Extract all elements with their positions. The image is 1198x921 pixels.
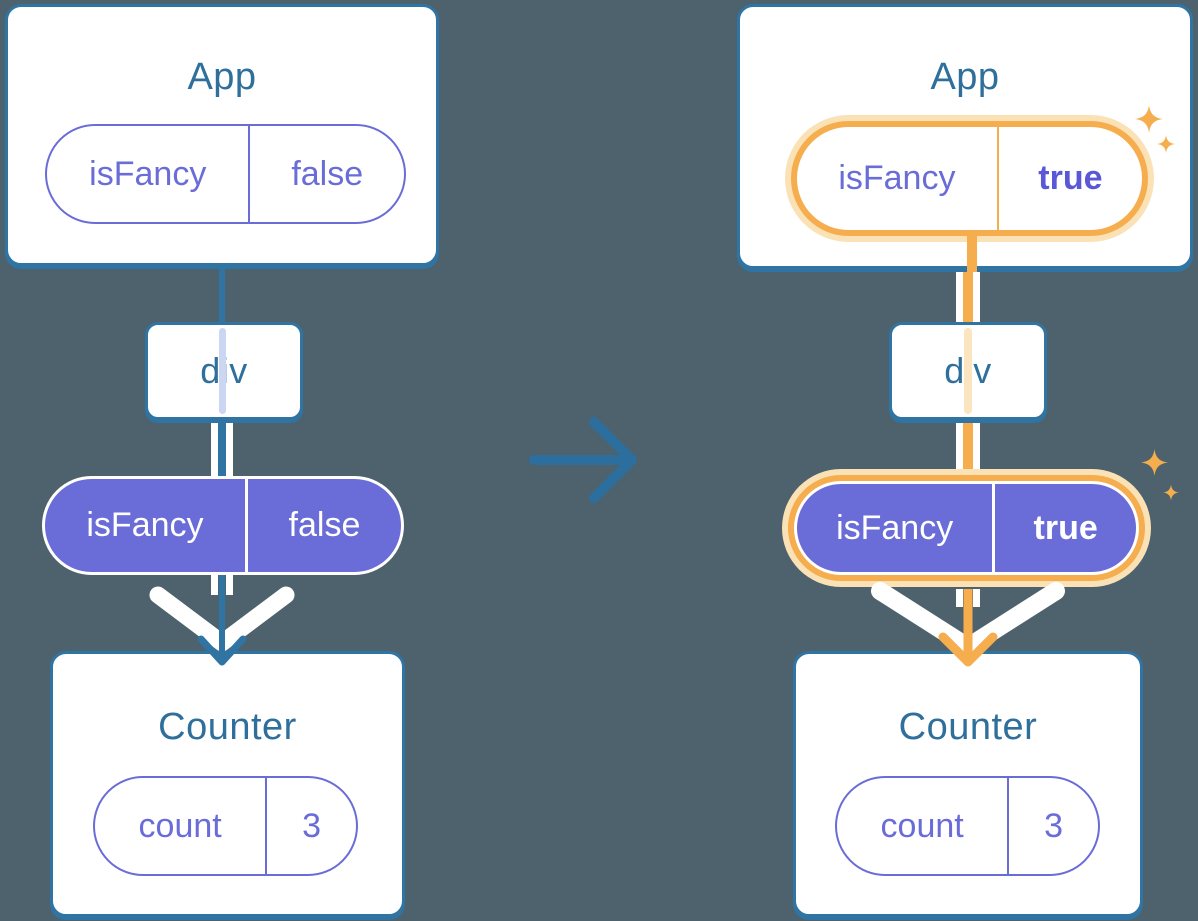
prop-flow-arrow-icon bbox=[871, 582, 1065, 667]
prop-value: false bbox=[291, 154, 364, 193]
left-div-through-line bbox=[219, 328, 226, 414]
sparkle-icon bbox=[1157, 135, 1175, 153]
left-div-pill-connector-line bbox=[218, 416, 226, 478]
right-div-pill-connector-white-right bbox=[973, 416, 980, 474]
right-passed-prop-pill: isFancy true bbox=[794, 481, 1139, 575]
right-app-div-connector-white-right bbox=[973, 266, 980, 324]
right-div-pill-connector-line bbox=[963, 416, 973, 474]
right-counter-card: Counter count 3 bbox=[793, 651, 1143, 917]
state-name: count bbox=[837, 778, 1010, 874]
left-app-div-connector-line bbox=[219, 262, 225, 324]
prop-value: true bbox=[1038, 159, 1103, 197]
left-counter-title: Counter bbox=[158, 706, 297, 748]
prop-name: isFancy bbox=[797, 127, 999, 230]
left-div-card: div bbox=[145, 322, 303, 420]
left-app-card: App isFancy false bbox=[5, 4, 439, 266]
left-passed-prop-pill: isFancy false bbox=[42, 476, 404, 575]
sparkle-icon bbox=[1141, 449, 1168, 476]
sparkle-icon bbox=[1135, 105, 1163, 133]
right-app-title: App bbox=[930, 56, 1000, 98]
prop-flow-arrow-icon bbox=[149, 575, 295, 666]
right-div-pill-connector-white-left bbox=[956, 416, 963, 474]
left-app-prop-pill: isFancy false bbox=[45, 124, 406, 224]
prop-name: isFancy bbox=[797, 484, 996, 572]
right-app-div-connector-line bbox=[963, 266, 973, 324]
left-counter-state-pill: count 3 bbox=[93, 776, 358, 876]
right-counter-title: Counter bbox=[898, 706, 1038, 748]
right-counter-state-pill: count 3 bbox=[835, 776, 1100, 876]
prop-name: isFancy bbox=[45, 479, 248, 572]
left-div-pill-connector-white-right bbox=[226, 416, 233, 478]
state-value: 3 bbox=[1044, 806, 1064, 845]
sparkle-icon bbox=[1163, 484, 1179, 501]
left-div-pill-connector-white-left bbox=[211, 416, 218, 478]
left-counter-card: Counter count 3 bbox=[50, 651, 405, 917]
prop-value: false bbox=[288, 506, 361, 544]
transition-arrow-icon bbox=[529, 417, 637, 503]
right-div-through-line bbox=[964, 328, 972, 414]
state-value: 3 bbox=[302, 806, 322, 845]
right-div-card: div bbox=[889, 322, 1047, 420]
left-app-title: App bbox=[187, 56, 257, 98]
right-app-inner-line bbox=[967, 236, 977, 272]
right-app-card: App isFancy true bbox=[737, 4, 1193, 272]
right-app-prop-pill: isFancy true bbox=[791, 121, 1148, 236]
prop-name: isFancy bbox=[47, 126, 251, 222]
state-name: count bbox=[95, 778, 268, 874]
right-app-div-connector-white-left bbox=[956, 266, 963, 324]
prop-value: true bbox=[1033, 508, 1098, 547]
